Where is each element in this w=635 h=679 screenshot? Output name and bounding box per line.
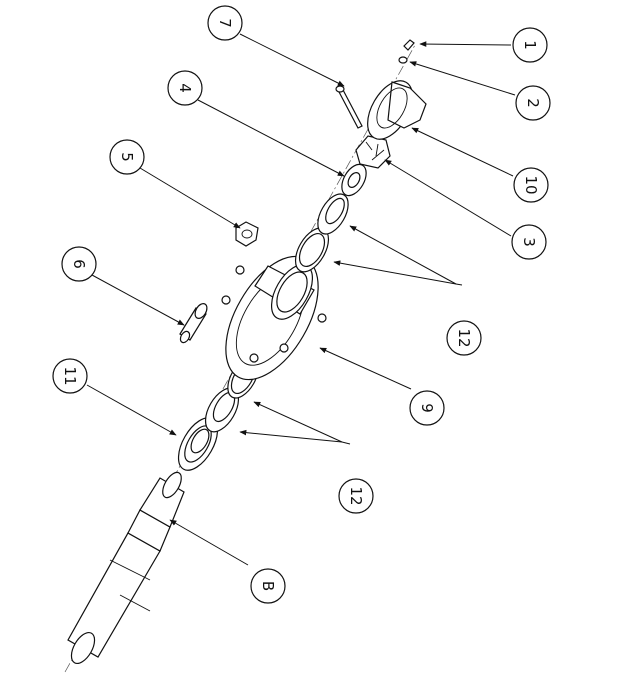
outer-bearing <box>294 193 349 273</box>
callout-label: 2 <box>524 98 542 108</box>
grease-seal <box>177 417 219 471</box>
grease-fitting <box>398 56 408 64</box>
wheel-hub <box>221 255 327 381</box>
washer <box>341 163 367 197</box>
callout-label: 12 <box>455 328 473 347</box>
callout-3: 3 <box>511 224 547 260</box>
callout-label: 7 <box>216 18 234 28</box>
callout-6: 6 <box>61 246 97 282</box>
callout-2: 2 <box>515 85 551 121</box>
callout-label: 9 <box>418 403 436 413</box>
callout-10: 10 <box>513 167 549 203</box>
callout-label: 11 <box>61 366 79 385</box>
dust-cap <box>367 80 427 140</box>
callout-label: 3 <box>520 237 538 247</box>
wheel-stud <box>179 303 208 344</box>
callout-7: 7 <box>207 5 243 41</box>
callout-4: 4 <box>167 70 203 106</box>
callout-label: 6 <box>70 259 88 269</box>
spindle-shaft <box>67 471 185 664</box>
callout-12-upper: 12 <box>446 320 482 356</box>
callout-11: 11 <box>52 358 88 394</box>
callout-label: 1 <box>521 40 539 50</box>
callout-label: 4 <box>176 83 194 93</box>
callout-label: 5 <box>118 152 136 162</box>
leader-lines <box>86 33 516 566</box>
callout-label: 10 <box>522 175 540 194</box>
cotter-pin <box>335 85 363 129</box>
callout-label: B <box>259 581 277 591</box>
callout-12-lower: 12 <box>338 478 374 514</box>
callout-9: 9 <box>409 390 445 426</box>
callout-B: B <box>250 568 286 604</box>
small-pin <box>403 39 415 51</box>
callout-label: 12 <box>347 486 365 505</box>
callout-1: 1 <box>512 27 548 63</box>
callout-5: 5 <box>109 139 145 175</box>
wheel-nut <box>235 221 259 247</box>
castle-nut <box>355 135 391 169</box>
